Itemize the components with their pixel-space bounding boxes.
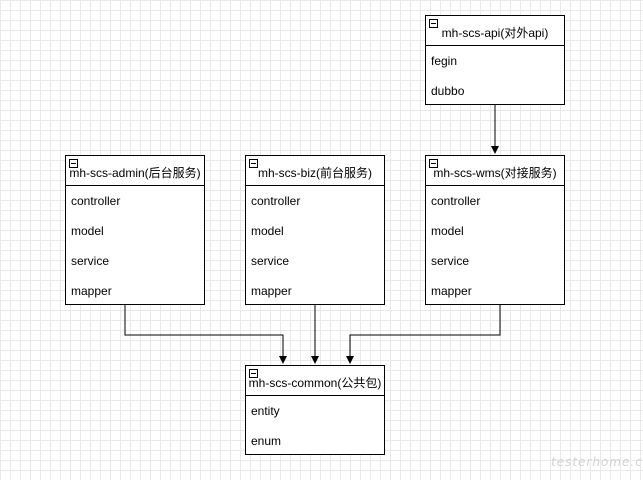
- module-field: service: [251, 254, 290, 268]
- module-title: mh-scs-common(公共包): [248, 376, 382, 390]
- collapse-icon[interactable]: [429, 19, 438, 28]
- module-header: mh-scs-admin(后台服务): [66, 156, 204, 186]
- module-field: fegin: [431, 54, 458, 68]
- edge-wms-to-common: [346, 305, 501, 364]
- module-header: mh-scs-common(公共包): [246, 366, 384, 396]
- module-field: controller: [251, 194, 301, 208]
- module-box-wms[interactable]: mh-scs-wms(对接服务) controller model servic…: [425, 155, 565, 305]
- module-header: mh-scs-biz(前台服务): [246, 156, 384, 186]
- module-field: entity: [251, 404, 280, 418]
- module-box-biz[interactable]: mh-scs-biz(前台服务) controller model servic…: [245, 155, 385, 305]
- module-field: controller: [71, 194, 121, 208]
- module-header: mh-scs-wms(对接服务): [426, 156, 564, 186]
- collapse-icon[interactable]: [249, 159, 258, 168]
- edge-admin-to-common: [124, 305, 287, 364]
- module-field: service: [71, 254, 110, 268]
- module-field: mapper: [251, 284, 292, 298]
- collapse-icon[interactable]: [249, 369, 258, 378]
- module-box-api[interactable]: mh-scs-api(对外api) fegin dubbo: [425, 15, 565, 105]
- module-field: enum: [251, 434, 282, 448]
- module-field: service: [431, 254, 470, 268]
- module-title: mh-scs-wms(对接服务): [433, 166, 557, 180]
- module-field: model: [71, 224, 104, 238]
- module-field: dubbo: [431, 84, 465, 98]
- watermark: testerhome.com: [551, 455, 643, 469]
- module-title: mh-scs-admin(后台服务): [69, 166, 201, 180]
- module-box-common[interactable]: mh-scs-common(公共包) entity enum: [245, 365, 385, 455]
- module-field: model: [431, 224, 464, 238]
- collapse-icon[interactable]: [69, 159, 78, 168]
- module-title: mh-scs-biz(前台服务): [258, 166, 372, 180]
- module-box-admin[interactable]: mh-scs-admin(后台服务) controller model serv…: [65, 155, 205, 305]
- module-field: model: [251, 224, 284, 238]
- module-title: mh-scs-api(对外api): [441, 26, 549, 40]
- collapse-icon[interactable]: [429, 159, 438, 168]
- module-field: controller: [431, 194, 481, 208]
- module-field: mapper: [71, 284, 112, 298]
- module-field: mapper: [431, 284, 472, 298]
- module-header: mh-scs-api(对外api): [426, 16, 564, 46]
